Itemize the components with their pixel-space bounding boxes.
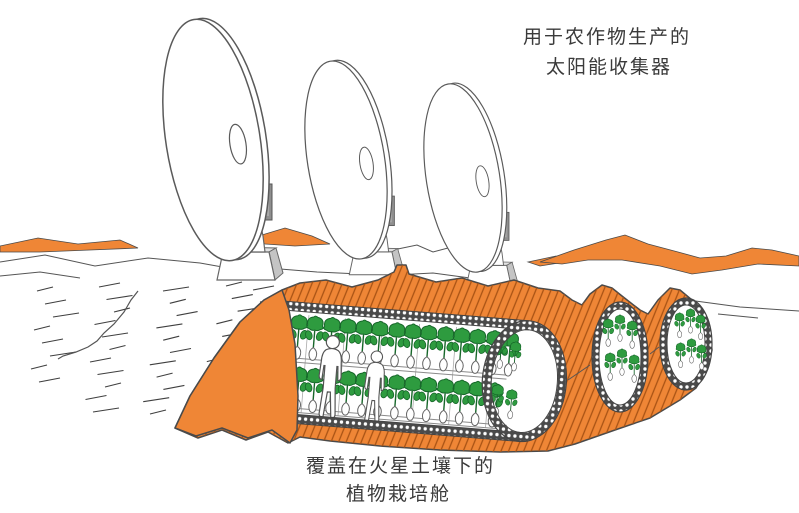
greenhouse-tube — [272, 300, 568, 443]
end-cap-inner — [490, 329, 559, 434]
label-cultivation-module-line2: 植物栽培舱 — [346, 484, 452, 505]
end-cap-outer — [481, 320, 568, 443]
solar-dish-3 — [411, 76, 520, 288]
label-cultivation-module-line1: 覆盖在火星土壤下的 — [306, 456, 496, 477]
label-solar-collector-line2: 太阳能收集器 — [546, 57, 673, 78]
soil-mound-left-edge — [174, 289, 299, 444]
solar-dish-1 — [146, 10, 286, 281]
field-path-line — [57, 290, 139, 360]
end-cap-ring — [482, 321, 567, 442]
label-solar-collector-line1: 用于农作物生产的 — [523, 27, 692, 48]
tube-connectors — [567, 346, 660, 381]
cross-section-tube-1 — [591, 301, 649, 413]
horizon-ridges — [0, 227, 799, 275]
cross-section-tube-2 — [659, 297, 713, 391]
